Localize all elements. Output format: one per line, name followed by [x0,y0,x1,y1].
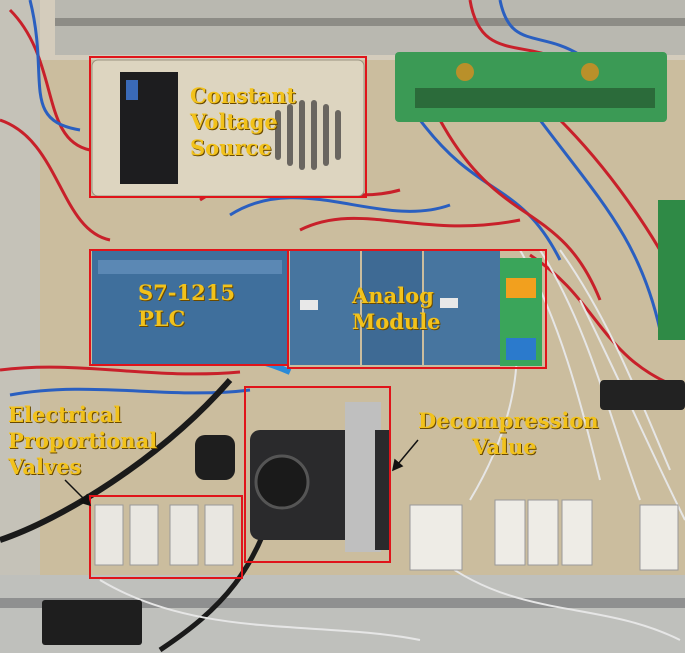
annotation-arrows [64,439,419,507]
label-proportional-valves: Electrical Proportional Valves [8,402,157,480]
plc-rack [92,250,542,366]
label-constant-voltage-source: Constant Voltage Source [190,83,296,161]
bottom-connector [42,600,142,645]
label-line: Valves [8,454,82,479]
box-voltage-source [89,56,367,198]
box-decompression-valve [244,386,391,563]
annotation-boxes [89,56,547,579]
top-rail [55,0,685,55]
manifold-block [600,380,685,410]
terminal-block-right [658,200,685,340]
box-analog-module [287,249,547,369]
terminal-block-top [395,52,667,122]
label-line: Analog [352,283,434,308]
bottom-rail-groove [0,598,685,608]
label-plc: S7-1215 PLC [138,280,235,332]
label-line: S7-1215 [138,280,235,305]
box-proportional-valves [89,495,243,579]
left-frame [0,0,40,653]
voltage-source-unit [91,59,365,197]
label-analog-module: Analog Module [352,283,441,335]
proportional-valve-row [94,504,234,566]
label-line: Constant [190,83,297,108]
label-line: Proportional [8,428,158,453]
label-line: Decompression [418,408,599,433]
label-decompression-valve: Decompression Value [418,408,599,460]
top-rail-groove [55,18,685,26]
label-line: Voltage [190,109,278,134]
right-valve-row [409,499,679,571]
label-line: Module [352,309,441,334]
label-line: Electrical [8,402,122,427]
decompression-valve [195,402,389,552]
label-line: Source [190,135,272,160]
label-line: PLC [138,306,186,331]
label-line: Value [472,434,537,459]
